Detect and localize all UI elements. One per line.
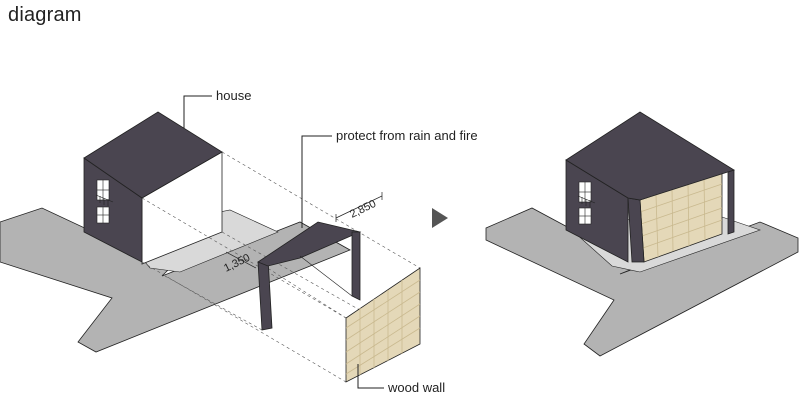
wood-wall-leader xyxy=(357,364,384,389)
canopy-leader xyxy=(301,135,332,228)
house-label: house xyxy=(216,88,251,103)
triangle-right-arrow-icon xyxy=(432,208,448,228)
dim-width-label: 2,850 xyxy=(348,198,378,221)
right-wood-grid xyxy=(639,177,723,258)
right-canopy-leg xyxy=(727,169,735,235)
left-scene xyxy=(0,95,351,353)
canopy-right-leg xyxy=(351,231,361,301)
diagram-title: diagram xyxy=(8,4,82,26)
canopy xyxy=(225,135,383,331)
right-scene xyxy=(485,111,799,357)
canopy-roof xyxy=(257,221,362,267)
wood-wall xyxy=(345,267,421,389)
right-house-roof xyxy=(565,111,735,201)
wood-wall-grid xyxy=(345,279,421,375)
house-leader xyxy=(183,95,212,128)
dim-width-line xyxy=(335,192,383,222)
house-windows xyxy=(96,179,110,224)
projection-lines xyxy=(141,151,421,383)
dim-depth-line xyxy=(225,251,257,269)
house-balcony xyxy=(95,194,114,206)
wood-wall-panel xyxy=(345,267,421,383)
right-house-balcony xyxy=(577,195,596,207)
canopy-label: protect from rain and fire xyxy=(336,128,478,143)
wood-wall-label: wood wall xyxy=(387,380,445,395)
